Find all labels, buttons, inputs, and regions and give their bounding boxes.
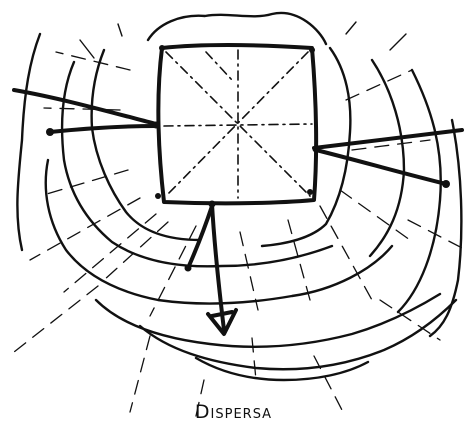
left-anchor-dot xyxy=(46,128,54,136)
square-axis-horizontal xyxy=(164,124,312,126)
square-corner-dot-br xyxy=(307,189,313,195)
far-left-contour xyxy=(17,34,40,250)
left-contour-1 xyxy=(92,50,200,240)
lower-contour-1 xyxy=(96,294,440,347)
thin-radial-strokes xyxy=(80,22,406,58)
left-pull-line xyxy=(14,90,156,124)
right-contour-2 xyxy=(370,60,404,256)
right-contour-4 xyxy=(430,120,461,336)
square-corner-dot-bl xyxy=(155,193,161,199)
left-pull-branch xyxy=(50,126,156,132)
right-joint-dot xyxy=(313,146,320,153)
bottom-anchor-dot xyxy=(185,265,192,272)
square-corner-dot-tl xyxy=(159,45,165,51)
square-corner-dot-tr xyxy=(309,47,315,53)
right-anchor-dot xyxy=(442,180,450,188)
square-corner-dots xyxy=(206,52,232,80)
right-contour-3 xyxy=(398,70,441,312)
left-joint-dot xyxy=(153,122,160,129)
right-pull-branch xyxy=(316,150,446,184)
bottom-joint-dot xyxy=(209,201,216,208)
bottom-pull-branch xyxy=(188,206,212,268)
outer-contour-top xyxy=(148,13,326,44)
diagram-caption: Dispersa xyxy=(0,401,467,423)
left-contour-2 xyxy=(62,62,332,266)
